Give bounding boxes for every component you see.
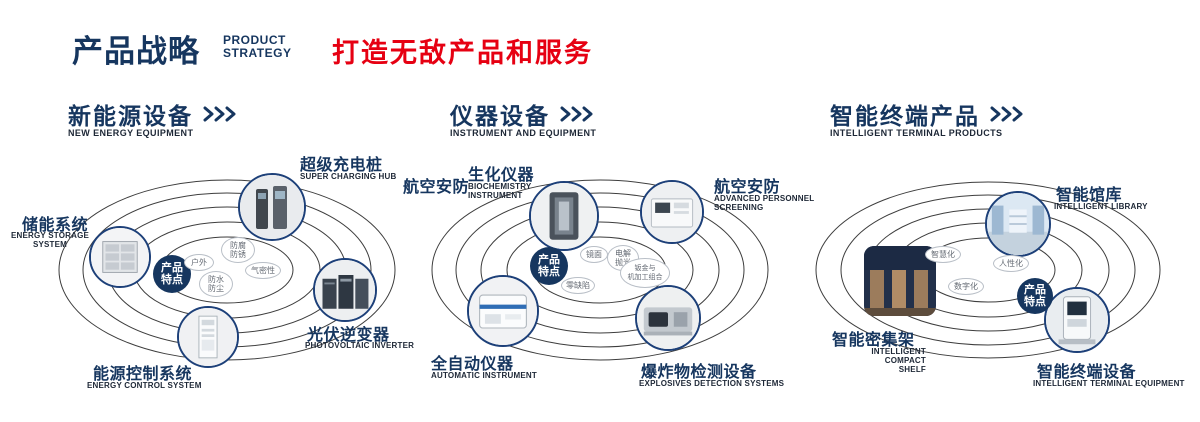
automatic-instrument-image	[469, 277, 537, 345]
intelligent-terminal-label: 智能终端设备	[1037, 364, 1137, 381]
node-intelligent-library	[985, 191, 1051, 257]
feature-tag: 数字化	[948, 278, 984, 295]
slogan: 打造无敌产品和服务	[332, 38, 593, 68]
section-subtitle: INSTRUMENT AND EQUIPMENT	[450, 128, 597, 138]
node-biochemistry-instrument	[529, 181, 599, 251]
photovoltaic-inverter-label: 光伏逆变器	[307, 327, 390, 344]
explosives-detection-sublabel: EXPLOSIVES DETECTION SYSTEMS	[639, 379, 785, 388]
triple-chevron-icon	[560, 106, 593, 122]
node-automatic-instrument	[467, 275, 539, 347]
node-super-charging-hub	[238, 173, 306, 241]
node-explosives-detection	[635, 285, 701, 351]
explosives-detection-image	[637, 287, 699, 349]
automatic-instrument-label: 全自动仪器	[431, 356, 514, 373]
energy-control-system-label: 能源控制系统	[93, 366, 193, 383]
section-subtitle: NEW ENERGY EQUIPMENT	[68, 128, 194, 138]
triple-chevron-icon	[990, 106, 1023, 122]
intelligent-library-image	[987, 193, 1049, 255]
intelligent-library-label: 智能馆库	[1056, 187, 1123, 204]
aviation-security-extra-label: 航空安防	[403, 179, 470, 196]
node-energy-storage-system	[89, 226, 151, 288]
section-title: 仪器设备	[450, 103, 550, 129]
photovoltaic-inverter-sublabel: PHOTOVOLTAIC INVERTER	[305, 341, 415, 350]
node-intelligent-terminal	[1044, 287, 1110, 353]
super-charging-hub-sublabel: SUPER CHARGING HUB	[300, 172, 397, 181]
biochemistry-instrument-label: 生化仪器	[468, 167, 535, 184]
explosives-detection-label: 爆炸物检测设备	[641, 364, 757, 381]
energy-storage-system-label: 储能系统	[22, 217, 89, 234]
section-title: 智能终端产品	[830, 103, 980, 129]
node-photovoltaic-inverter	[313, 258, 377, 322]
product-features-badge: 产品 特点	[1017, 278, 1053, 314]
page-title: 产品战略	[72, 34, 200, 69]
personnel-screening-label: 航空安防	[714, 179, 781, 196]
super-charging-hub-image	[240, 175, 304, 239]
intelligent-terminal-sublabel: INTELLIGENT TERMINAL EQUIPMENT	[1033, 379, 1185, 388]
biochemistry-instrument-image	[531, 183, 597, 249]
feature-tag: 镜面	[580, 246, 608, 263]
energy-control-system-sublabel: ENERGY CONTROL SYSTEM	[87, 381, 202, 390]
intelligent-terminal-image	[1046, 289, 1108, 351]
section-title: 新能源设备	[68, 103, 193, 129]
feature-tag: 防腐 防锈	[221, 237, 255, 263]
intelligent-library-sublabel: INTELLIGENT LIBRARY	[1054, 202, 1148, 211]
section-header-new-energy: 新能源设备	[68, 97, 239, 131]
energy-storage-system-image	[91, 228, 149, 286]
feature-tag: 零缺陷	[561, 277, 595, 294]
section-subtitle: INTELLIGENT TERMINAL PRODUCTS	[830, 128, 1003, 138]
triple-chevron-icon	[203, 106, 236, 122]
feature-tag: 防水 防尘	[199, 271, 233, 297]
feature-tag: 智慧化	[925, 246, 961, 263]
personnel-screening-sublabel: ADVANCED PERSONNEL SCREENING	[714, 194, 815, 212]
section-header-intelligent-terminal: 智能终端产品	[830, 97, 1026, 131]
intelligent-compact-shelf-sublabel: INTELLIGENT COMPACT SHELF	[871, 347, 926, 374]
energy-control-system-image	[179, 308, 237, 366]
photovoltaic-inverter-image	[315, 260, 375, 320]
product-features-badge: 产品 特点	[530, 247, 568, 285]
intelligent-compact-shelf-label: 智能密集架	[832, 332, 915, 349]
page-title-en: PRODUCT STRATEGY	[223, 33, 292, 60]
node-intelligent-compact-shelf	[864, 246, 936, 316]
intelligent-compact-shelf-image	[864, 246, 936, 316]
feature-tag: 气密性	[245, 262, 281, 279]
feature-tag: 人性化	[993, 255, 1029, 272]
feature-tag: 钣金与 机加工组合	[620, 258, 670, 288]
automatic-instrument-sublabel: AUTOMATIC INSTRUMENT	[431, 371, 537, 380]
super-charging-hub-label: 超级充电桩	[300, 157, 383, 174]
personnel-screening-image	[642, 182, 702, 242]
biochemistry-instrument-sublabel: BIOCHEMISTRY INSTRUMENT	[468, 182, 532, 200]
energy-storage-system-sublabel: ENERGY STORAGE SYSTEM	[10, 231, 90, 249]
node-energy-control-system	[177, 306, 239, 368]
feature-tag: 户外	[184, 254, 214, 271]
node-personnel-screening	[640, 180, 704, 244]
section-header-instrument: 仪器设备	[450, 97, 596, 131]
